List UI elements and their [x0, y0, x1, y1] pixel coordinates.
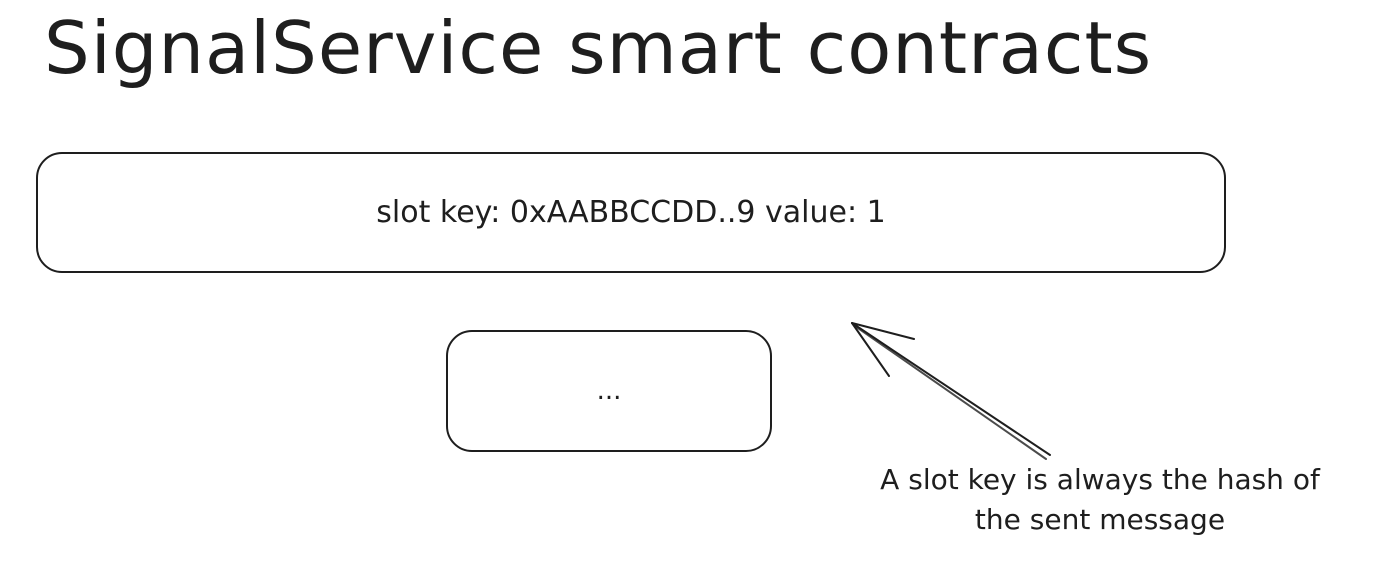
arrow-shaft-sketch	[854, 325, 1047, 460]
ellipsis-box: ...	[446, 330, 772, 452]
diagram-title: SignalService smart contracts	[44, 6, 1153, 90]
arrow-shaft	[851, 322, 1051, 456]
arrow-head-upper	[851, 322, 915, 340]
ellipsis-label: ...	[596, 376, 622, 406]
annotation-text: A slot key is always the hash of the sen…	[840, 460, 1360, 540]
slot-entry-label: slot key: 0xAABBCCDD..9 value: 1	[376, 195, 886, 230]
slot-entry-box: slot key: 0xAABBCCDD..9 value: 1	[36, 152, 1226, 273]
arrow-head-lower	[851, 322, 890, 377]
annotation-line-1: A slot key is always the hash of	[880, 463, 1320, 496]
annotation-line-2: the sent message	[974, 503, 1226, 536]
